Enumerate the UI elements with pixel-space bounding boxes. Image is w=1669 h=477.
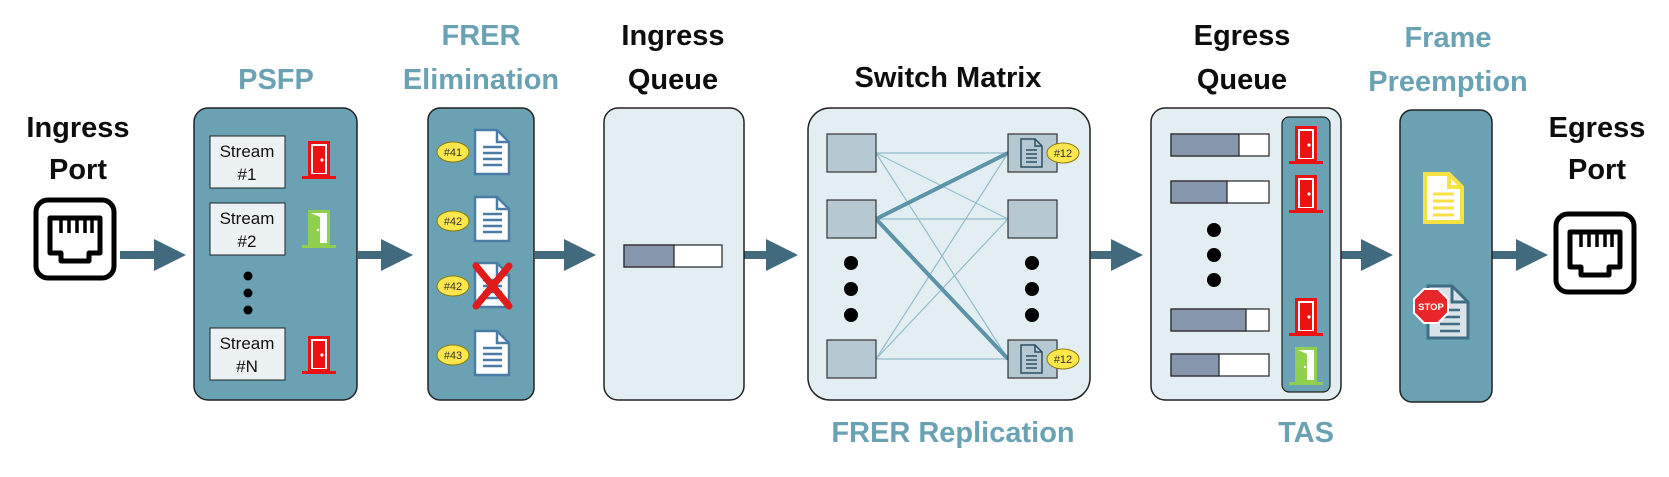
sequence-badge [436,275,470,297]
stream-row: Stream #2 [209,202,336,256]
frame-item: #43 [436,329,511,377]
eliminated-x-icon [472,262,513,310]
frame-document-icon [473,128,511,176]
ingress-port: Ingress Port [26,112,130,278]
stream-label: Stream [220,209,275,228]
frer-elimination-box [427,107,535,401]
frame-preemption-box [1399,109,1493,403]
frer-elimination-title-line2: Elimination [403,64,559,96]
frame-document-icon [1020,138,1043,168]
sequence-badge-text: #42 [444,216,462,228]
frame-item: #42 [436,195,511,243]
matrix-input-ports [826,133,877,379]
stop-sign-text: STOP [1418,302,1444,313]
ingress-queue-title-line1: Ingress [621,20,724,52]
express-frame-icon [1423,172,1464,224]
egress-queue-block: Egress Queue TAS [1150,20,1342,449]
egress-port: Egress Port [1549,112,1646,292]
frer-elimination-block: FRER Elimination #41 #42 #42 #43 [403,20,559,401]
frame-document-icon [1020,344,1043,374]
ethernet-port-icon [1556,214,1634,292]
ingress-queue-title-line2: Queue [628,64,718,96]
crossbar-lines [874,151,1010,361]
queue-bar [623,244,723,268]
sequence-badge [436,141,470,163]
frame-document-icon [473,195,511,243]
tas-gate-column [1281,116,1331,393]
stream-number: #2 [238,232,257,251]
sequence-badge-text: #12 [1054,148,1072,160]
frame-preemption-block: Frame Preemption STOP [1368,22,1528,403]
stream-number: #1 [238,165,257,184]
sequence-badge-text: #43 [444,350,462,362]
replicated-frame: #12 [1020,138,1080,168]
egress-queue-title-line1: Egress [1194,20,1291,52]
egress-port-label-line1: Egress [1549,112,1646,144]
stream-row: Stream #1 [209,135,336,189]
frame-document-icon [473,329,511,377]
sequence-badge-text: #41 [444,147,462,159]
sequence-badge-text: #42 [444,281,462,293]
egress-port-label-line2: Port [1568,154,1626,186]
switch-matrix-title: Switch Matrix [855,62,1042,94]
stream-box [209,327,286,381]
frame-item-eliminated: #42 [436,261,513,310]
stream-label: Stream [220,142,275,161]
stop-icon: STOP [1413,288,1449,324]
frame-preemption-title-line1: Frame [1404,22,1491,54]
egress-queue-bars [1170,133,1270,377]
ingress-port-label-line1: Ingress [26,112,129,144]
stream-box [209,135,286,189]
replicated-frame: #12 [1020,344,1080,374]
psfp-block: PSFP Stream #1 Stream #2 Stream #N [193,64,358,401]
frer-replication-title: FRER Replication [831,417,1074,449]
stream-box [209,202,286,256]
ethernet-port-icon [36,200,114,278]
ingress-queue-block: Ingress Queue [603,20,745,401]
ellipsis-dots [1025,256,1039,322]
sequence-badge [436,344,470,366]
sequence-badge-text: #12 [1054,354,1072,366]
frer-elimination-title-line1: FRER [442,20,521,52]
switch-matrix-block: Switch Matrix [807,62,1091,449]
tas-title: TAS [1278,417,1334,449]
ingress-port-label-line2: Port [49,154,107,186]
stream-row: Stream #N [209,327,336,381]
frame-item: #41 [436,128,511,176]
tas-box [1281,116,1331,393]
sequence-badge [1046,348,1080,370]
sequence-badge [1046,142,1080,164]
switch-matrix-box [807,107,1091,401]
frame-preemption-title-line2: Preemption [1368,66,1528,98]
ellipsis-dots [844,256,858,322]
sequence-badge [436,210,470,232]
stream-number: #N [236,357,258,376]
ellipsis-dots [243,271,253,315]
psfp-title: PSFP [238,64,314,96]
egress-queue-title-line2: Queue [1197,64,1287,96]
ellipsis-dots [1207,223,1221,287]
stream-label: Stream [220,334,275,353]
